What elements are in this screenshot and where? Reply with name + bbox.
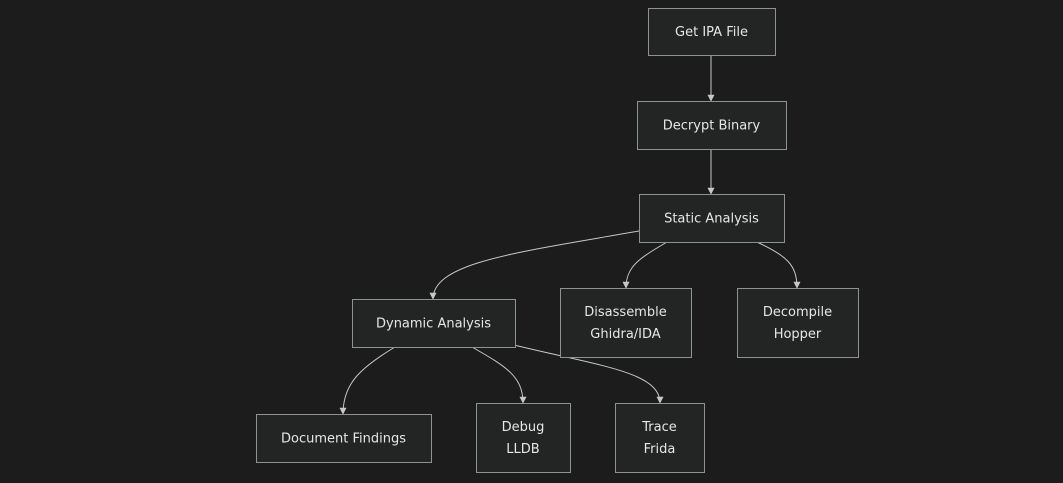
- edge-static-analysis-to-decompile: [756, 241, 801, 289]
- node-label-disassemble-line-1: Disassemble: [584, 305, 666, 320]
- node-document-findings: Document Findings: [256, 414, 432, 463]
- node-static-analysis: Static Analysis: [639, 194, 785, 243]
- node-box-trace: [615, 403, 705, 473]
- node-box-get-ipa-file: [648, 8, 776, 56]
- node-label-get-ipa-file-line-1: Get IPA File: [675, 25, 748, 40]
- node-box-document-findings: [256, 414, 432, 463]
- node-label-debug-line-2: LLDB: [506, 442, 539, 457]
- node-label-dynamic-analysis-line-1: Dynamic Analysis: [376, 317, 491, 332]
- node-label-disassemble-line-2: Ghidra/IDA: [590, 327, 660, 342]
- node-box-decompile: [737, 288, 859, 358]
- node-label-trace-line-2: Frida: [644, 442, 676, 457]
- node-box-decrypt-binary: [637, 101, 787, 150]
- node-box-static-analysis: [639, 194, 785, 243]
- node-label-debug-line-1: Debug: [502, 420, 545, 435]
- edge-static-analysis-to-dynamic-analysis: [429, 230, 640, 300]
- node-dynamic-analysis: Dynamic Analysis: [352, 299, 516, 348]
- node-label-static-analysis-line-1: Static Analysis: [664, 212, 759, 227]
- edge-dynamic-analysis-to-document-findings: [339, 346, 396, 415]
- node-label-trace-line-1: Trace: [641, 420, 677, 435]
- node-label-decompile-line-1: Decompile: [763, 305, 832, 320]
- edge-static-analysis-to-disassemble: [622, 241, 668, 289]
- edge-dynamic-analysis-to-trace: [513, 344, 664, 404]
- edge-dynamic-analysis-to-debug: [471, 346, 527, 404]
- node-label-decompile-line-2: Hopper: [774, 327, 822, 342]
- node-get-ipa-file: Get IPA File: [648, 8, 776, 56]
- node-decrypt-binary: Decrypt Binary: [637, 101, 787, 150]
- node-box-dynamic-analysis: [352, 299, 516, 348]
- node-box-debug: [476, 403, 571, 473]
- node-label-decrypt-binary-line-1: Decrypt Binary: [663, 119, 761, 134]
- node-label-document-findings-line-1: Document Findings: [281, 432, 406, 447]
- node-box-disassemble: [560, 288, 692, 358]
- edges: [339, 55, 801, 415]
